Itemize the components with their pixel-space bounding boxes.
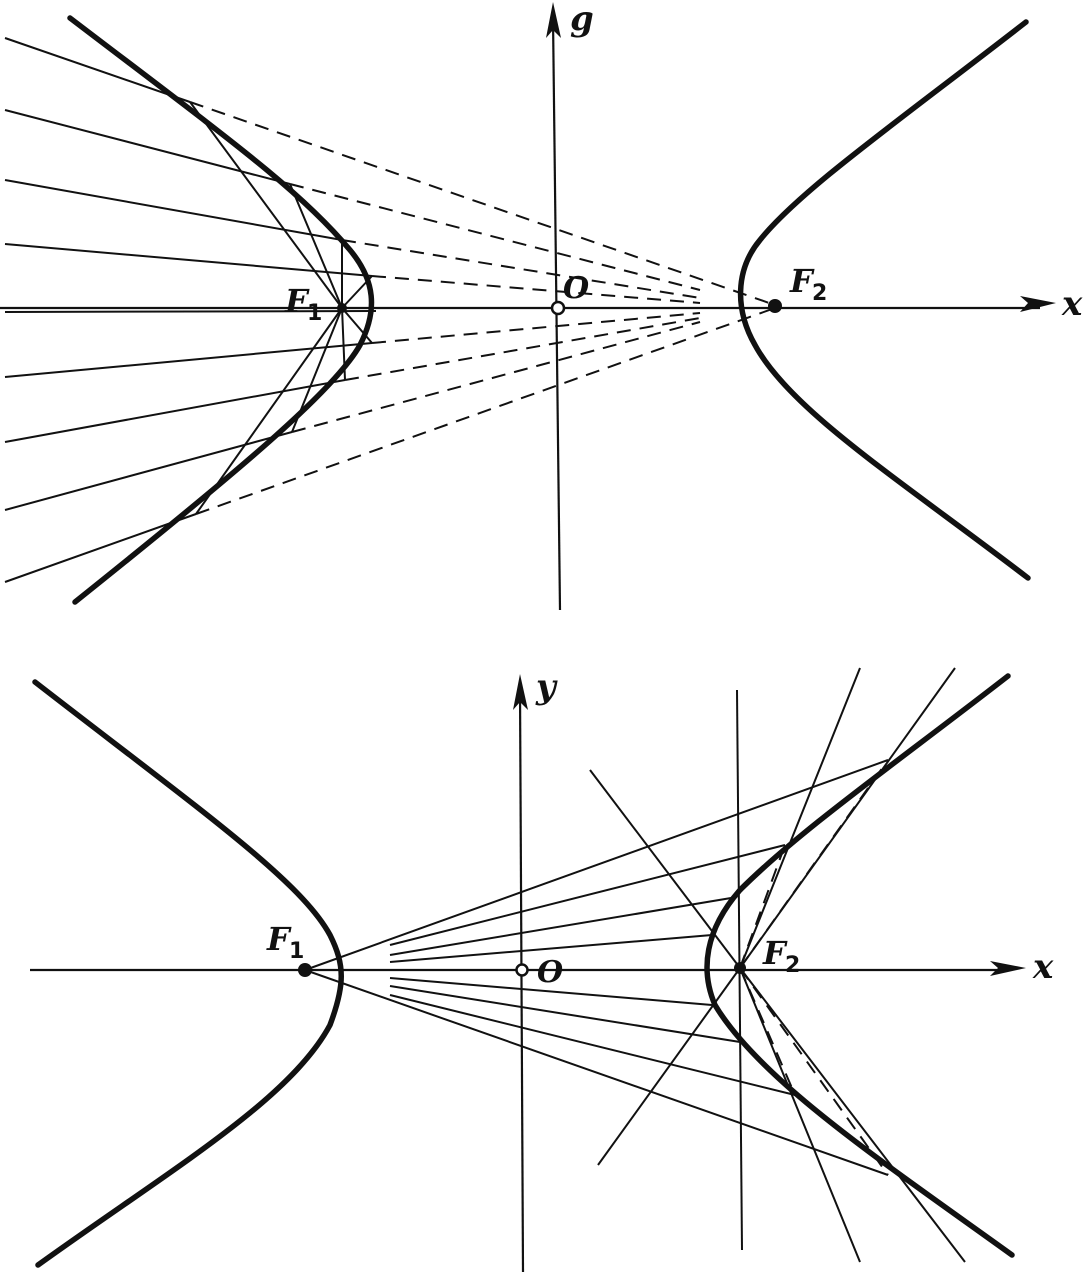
bottom-y-axis-arrow — [513, 674, 528, 710]
dashed-line — [291, 321, 701, 433]
top-x-axis-label: x — [1061, 284, 1083, 324]
top-y-axis-label: g — [570, 0, 594, 39]
bottom-diagram: x y O F 1 F 2 — [30, 667, 1054, 1273]
focus-index: 1 — [289, 939, 304, 964]
focal-line — [189, 101, 343, 309]
ray — [4, 310, 377, 313]
top-right-branch — [737, 19, 1031, 581]
dashed-line — [189, 101, 776, 306]
ray — [4, 513, 197, 583]
focus-letter: F — [789, 262, 815, 300]
tangent-line — [597, 967, 741, 1166]
ray — [4, 37, 191, 103]
tangent-line — [589, 769, 741, 969]
focal-line — [195, 307, 343, 515]
top-focus-2-point — [768, 299, 782, 313]
ray — [389, 985, 741, 1043]
ray — [389, 994, 796, 1096]
focus-letter: F — [284, 282, 310, 320]
ray — [389, 934, 713, 963]
bottom-x-axis-arrow — [990, 961, 1026, 976]
focus-index: 1 — [307, 301, 322, 326]
ray — [389, 844, 786, 946]
top-y-axis-arrow — [546, 2, 561, 38]
bottom-focus-2-point — [734, 962, 746, 974]
top-origin-point — [550, 300, 566, 316]
tangent-line — [739, 967, 861, 1263]
bottom-x-axis-label: x — [1032, 947, 1054, 987]
bottom-focus-1-point — [298, 963, 312, 977]
bottom-right-branch — [704, 673, 1015, 1258]
bottom-focus-2-label: F 2 — [762, 934, 800, 978]
ray — [4, 342, 373, 378]
ray — [304, 969, 889, 1176]
ray — [4, 179, 343, 241]
top-focus-1-label: F 1 — [284, 282, 322, 326]
ray — [4, 109, 291, 185]
top-focal-lines — [189, 101, 373, 515]
dashed-line — [739, 967, 796, 1096]
dashed-line — [371, 312, 701, 344]
ray — [304, 759, 889, 971]
ray — [4, 243, 373, 277]
focus-letter: F — [762, 934, 788, 972]
dashed-line — [739, 759, 889, 969]
focus-index: 2 — [812, 281, 827, 306]
bottom-origin-label: O — [537, 955, 563, 990]
focal-line — [341, 275, 373, 309]
top-diagram: x g O F 1 F 2 — [0, 0, 1083, 611]
top-x-axis-arrow — [1020, 296, 1056, 312]
tangent-line — [739, 667, 861, 969]
dashed-line — [289, 183, 701, 291]
focus-index: 2 — [785, 953, 800, 978]
focal-line — [289, 183, 343, 309]
ray — [389, 896, 738, 956]
top-focus-1-point — [337, 303, 347, 313]
dashed-line — [739, 967, 889, 1176]
dashed-line — [341, 239, 701, 299]
bottom-y-axis — [518, 689, 525, 1273]
top-left-branch — [67, 15, 375, 605]
dashed-line — [195, 307, 776, 515]
ray — [389, 977, 713, 1006]
bottom-dashed-lines — [739, 759, 889, 1176]
ray — [4, 379, 346, 443]
top-origin-label: O — [563, 271, 589, 306]
top-focus-2-label: F 2 — [789, 262, 827, 306]
focus-letter: F — [266, 920, 292, 958]
focal-line — [291, 307, 343, 433]
bottom-focal-rays — [304, 759, 889, 1176]
tangent-line — [739, 967, 966, 1263]
bottom-left-branch — [32, 679, 344, 1268]
dashed-line — [371, 275, 701, 304]
focal-line — [341, 307, 373, 344]
dashed-line — [344, 317, 701, 381]
bottom-origin-point — [515, 963, 529, 977]
top-dashed-extensions — [189, 101, 776, 515]
ray — [4, 431, 293, 511]
bottom-y-axis-label: y — [535, 667, 558, 707]
top-reflected-rays — [4, 37, 377, 583]
focal-line — [341, 307, 346, 381]
bottom-focus-1-label: F 1 — [266, 920, 304, 964]
